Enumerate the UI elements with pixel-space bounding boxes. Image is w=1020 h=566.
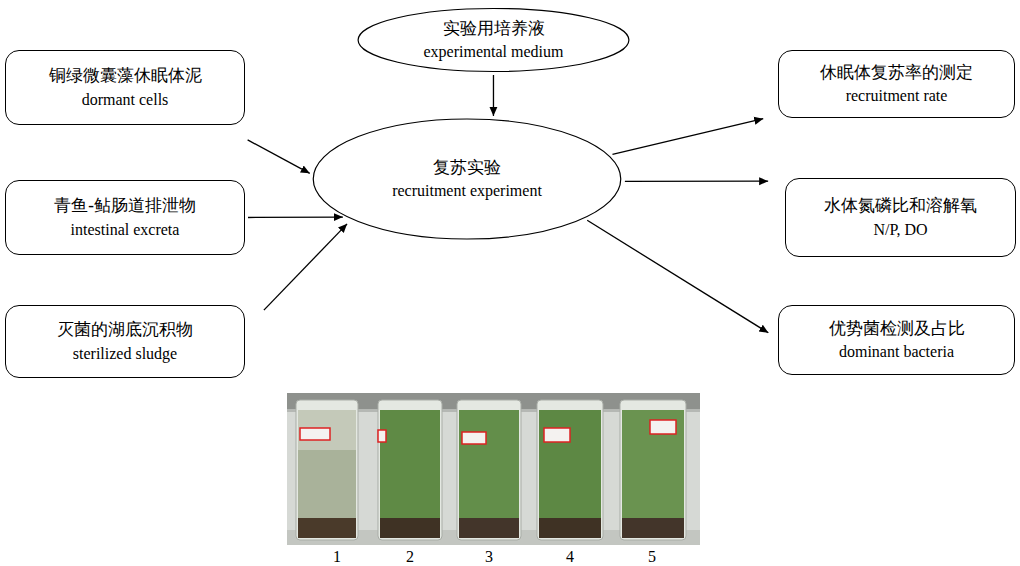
- node-subtitle: dominant bacteria: [839, 342, 954, 362]
- flow-arrow: [612, 119, 763, 155]
- process-box: 优势菌检测及占比 dominant bacteria: [778, 305, 1015, 375]
- process-box: 水体氮磷比和溶解氧 N/P, DO: [785, 178, 1016, 257]
- node-title: 水体氮磷比和溶解氧: [824, 195, 977, 216]
- node-title: 实验用培养液: [443, 18, 545, 39]
- flow-arrow: [264, 224, 347, 310]
- flow-arrow: [248, 140, 310, 173]
- process-box: 休眠体复苏率的测定 recruitment rate: [778, 50, 1015, 118]
- ellipse-outline: [357, 8, 630, 72]
- ellipse-outline: [312, 118, 622, 240]
- flow-arrow: [493, 75, 494, 116]
- node-title: 优势菌检测及占比: [829, 318, 965, 339]
- callout-number: 2: [406, 548, 414, 566]
- process-ellipse: 实验用培养液 experimental medium: [357, 8, 630, 72]
- node-subtitle: recruitment rate: [846, 86, 948, 106]
- process-box: 铜绿微囊藻休眠体泥 dormant cells: [5, 50, 245, 125]
- process-box: 青鱼-鲇肠道排泄物 intestinal excreta: [5, 180, 245, 255]
- node-title: 休眠体复苏率的测定: [820, 62, 973, 83]
- callout-number: 4: [566, 548, 574, 566]
- node-subtitle: experimental medium: [424, 42, 564, 62]
- node-title: 青鱼-鲇肠道排泄物: [54, 195, 196, 216]
- flow-arrow: [248, 216, 343, 218]
- node-subtitle: N/P, DO: [873, 220, 927, 240]
- flow-arrow: [625, 181, 768, 182]
- node-title: 铜绿微囊藻休眠体泥: [49, 65, 202, 86]
- node-subtitle: dormant cells: [82, 90, 169, 110]
- node-subtitle: sterilized sludge: [73, 344, 177, 364]
- node-title: 灭菌的湖底沉积物: [57, 319, 193, 340]
- node-subtitle: recruitment experiment: [392, 181, 542, 201]
- node-title: 复苏实验: [433, 157, 501, 178]
- callout-number: 3: [485, 548, 493, 566]
- process-box: 灭菌的湖底沉积物 sterilized sludge: [5, 305, 245, 378]
- node-subtitle: intestinal excreta: [71, 220, 180, 240]
- process-ellipse: 复苏实验 recruitment experiment: [312, 118, 622, 240]
- callout-number: 1: [333, 548, 341, 566]
- callout-number: 5: [648, 548, 656, 566]
- flow-arrow: [587, 220, 768, 333]
